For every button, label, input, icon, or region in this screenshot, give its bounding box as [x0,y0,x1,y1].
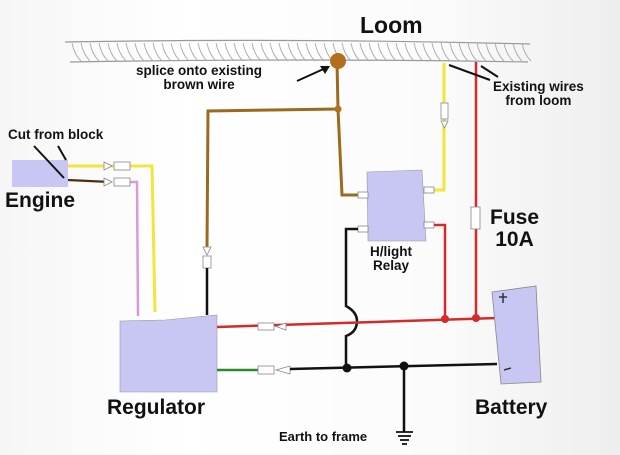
loom-hatch-stroke [206,42,217,62]
loom-hatch-stroke [458,42,469,62]
connector [257,322,287,331]
black-junction [342,363,352,373]
loom-hatch-stroke [521,42,532,62]
connector [440,102,449,129]
loom-hatch-stroke [278,42,289,62]
loom-harness [64,39,532,63]
loom-hatch-stroke [98,42,109,62]
loom-hatch-stroke [71,42,82,62]
loom-hatch-stroke [341,42,352,62]
loom-hatch-stroke [395,42,406,62]
loom-hatch-stroke [161,42,172,62]
loom-hatch-stroke [80,42,91,62]
engine-label: Engine [5,189,76,212]
connector [257,365,291,375]
loom-hatch-stroke [512,42,523,62]
connector [202,246,212,269]
loom-hatch-stroke [359,42,370,62]
loom-hatch-stroke [152,42,163,62]
wire-brown-splice [205,61,340,249]
loom-hatch-stroke [296,42,307,62]
loom-hatch-stroke [170,42,181,62]
existing-line1: Existing wires [493,79,584,94]
earth-annotation: Earth to frame [279,429,368,444]
loom-hatch-stroke [377,42,388,62]
wire-red-relay [434,223,447,320]
splice-annotation-line2: brown wire [163,77,235,93]
splice-point [330,53,346,69]
battery-block [491,285,542,385]
loom-hatch-stroke [467,42,478,62]
wire-brown-relay [336,108,358,197]
ground-icon [396,431,413,445]
relay-label: H/light Relay [370,244,412,274]
loom-hatch-stroke [494,42,505,62]
existing-line2: from loom [505,93,572,109]
loom-hatch-stroke [476,42,487,62]
loom-hatch-stroke [305,42,316,62]
relay-label-line1: H/light [370,244,412,259]
loom-hatch-stroke [413,42,424,62]
connector [357,186,435,233]
loom-hatch-stroke [179,42,190,62]
loom-hatch-stroke [233,42,244,62]
loom-hatch-stroke [386,42,397,62]
loom-hatch-stroke [314,42,325,62]
loom-hatch-stroke [503,42,514,62]
loom-hatch-stroke [404,42,415,62]
regulator-label: Regulator [107,396,206,419]
splice-annotation: splice onto existing brown wire [136,63,263,93]
cut-arrows [33,145,67,179]
wire-yellow-loom [432,63,446,192]
wire-brown-engine [67,178,111,184]
relay-label-line2: Relay [372,258,410,274]
loom-hatch-stroke [485,42,496,62]
wire-yellow-engine [68,164,157,313]
red-junction [472,314,480,322]
loom-hatch-stroke [287,42,298,62]
red-junction [441,315,449,323]
loom-hatch-stroke [269,42,280,62]
loom-hatch-stroke [242,42,253,62]
loom-hatch-stroke [89,42,100,62]
wire-pink-engine [128,180,140,317]
cut-annotation: Cut from block [8,127,104,142]
loom-hatch-stroke [107,42,118,62]
connector [103,161,131,187]
splice-annotation-line1: splice onto existing [136,63,263,78]
loom-hatch-stroke [431,42,442,62]
loom-hatch-stroke [440,42,451,62]
wire-black-relay [344,227,359,368]
brown-junction [334,105,342,113]
loom-hatch-stroke [422,42,433,62]
wire-black-earth [289,362,498,371]
existing-wires-annotation: Existing wires from loom [493,79,584,109]
loom-hatch-stroke [197,42,208,62]
loom-hatch-stroke [368,42,379,62]
loom-hatch-stroke [260,42,271,62]
loom-hatch-stroke [143,42,154,62]
loom-hatch-stroke [449,42,460,62]
battery-terminals [499,293,512,371]
loom-hatch-stroke [215,42,226,62]
relay-block [366,169,427,242]
fuse-label-line2: 10A [495,228,534,252]
battery-label: Battery [475,396,548,419]
loom-hatch-stroke [116,42,127,62]
existing-arrows [448,64,499,81]
loom-hatch-stroke [134,42,145,62]
loom-hatch-stroke [251,42,262,62]
loom-hatch-stroke [125,42,136,62]
loom-hatch-stroke [224,42,235,62]
loom-hatch-stroke [350,42,361,62]
loom-hatch-stroke [188,42,199,62]
fuse-label-line1: Fuse [490,206,540,229]
fuse-icon [470,206,481,230]
regulator-block [119,314,218,393]
fuse-label: Fuse 10A [490,206,540,252]
loom-label: Loom [360,12,423,38]
